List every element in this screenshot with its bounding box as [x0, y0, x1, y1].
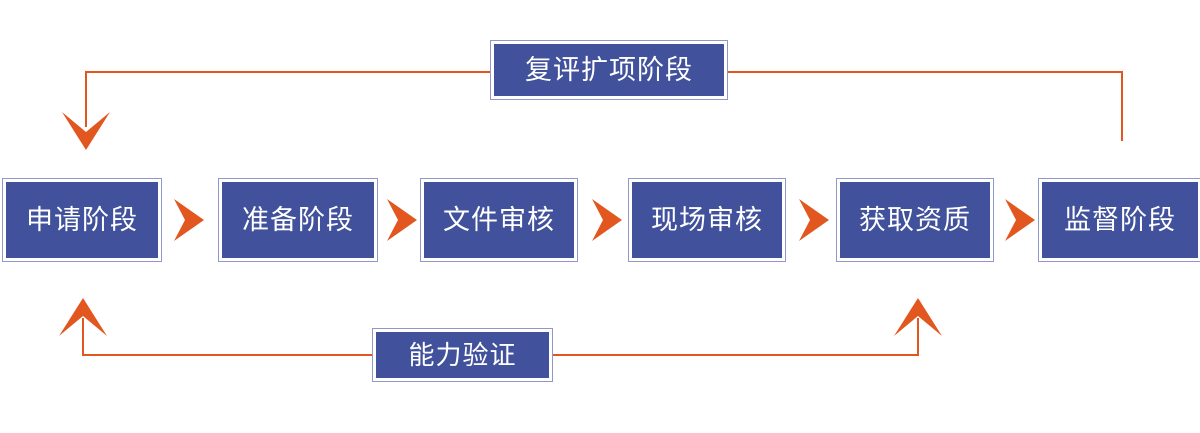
node-apply-label: 申请阶段: [26, 204, 138, 235]
node-document-review-label: 文件审核: [443, 204, 555, 235]
node-prepare-label: 准备阶段: [242, 204, 354, 235]
node-apply-fill: 申请阶段: [6, 182, 158, 258]
arrow-down-icon: [60, 110, 112, 152]
chevron-right-icon-2: [385, 197, 419, 243]
node-re-evaluation[interactable]: 复评扩项阶段: [490, 40, 728, 100]
bottom-loop-left-horizontal-line: [82, 354, 374, 356]
top-loop-right-horizontal-line: [727, 71, 1123, 73]
bottom-loop-left-vertical-line: [82, 318, 84, 356]
node-site-audit-fill: 现场审核: [632, 182, 782, 258]
arrow-up-icon-right: [892, 296, 944, 338]
node-site-audit-label: 现场审核: [651, 204, 763, 235]
bottom-loop-right-horizontal-line: [552, 354, 919, 356]
node-get-certificate[interactable]: 获取资质: [836, 178, 994, 262]
node-supervision-fill: 监督阶段: [1042, 182, 1198, 258]
arrow-up-icon-left: [57, 296, 109, 338]
node-prepare[interactable]: 准备阶段: [218, 178, 378, 262]
chevron-right-icon-5: [1003, 197, 1037, 243]
node-supervision[interactable]: 监督阶段: [1038, 178, 1200, 262]
top-loop-left-horizontal-line: [85, 71, 491, 73]
chevron-right-icon-1: [172, 197, 206, 243]
node-apply[interactable]: 申请阶段: [2, 178, 162, 262]
top-loop-left-vertical-line: [85, 71, 87, 127]
node-capability-verification-label: 能力验证: [408, 340, 517, 370]
node-site-audit[interactable]: 现场审核: [628, 178, 786, 262]
chevron-right-icon-4: [797, 197, 831, 243]
node-capability-verification-fill: 能力验证: [376, 332, 549, 378]
node-supervision-label: 监督阶段: [1064, 204, 1176, 235]
node-document-review-fill: 文件审核: [424, 182, 574, 258]
chevron-right-icon-3: [590, 197, 624, 243]
top-loop-right-vertical-line: [1121, 71, 1123, 141]
bottom-loop-right-vertical-line: [917, 318, 919, 356]
node-get-certificate-fill: 获取资质: [840, 182, 990, 258]
node-capability-verification[interactable]: 能力验证: [372, 328, 553, 382]
node-re-evaluation-label: 复评扩项阶段: [525, 54, 693, 85]
node-prepare-fill: 准备阶段: [222, 182, 374, 258]
node-get-certificate-label: 获取资质: [859, 204, 971, 235]
node-re-evaluation-fill: 复评扩项阶段: [494, 44, 724, 96]
node-document-review[interactable]: 文件审核: [420, 178, 578, 262]
